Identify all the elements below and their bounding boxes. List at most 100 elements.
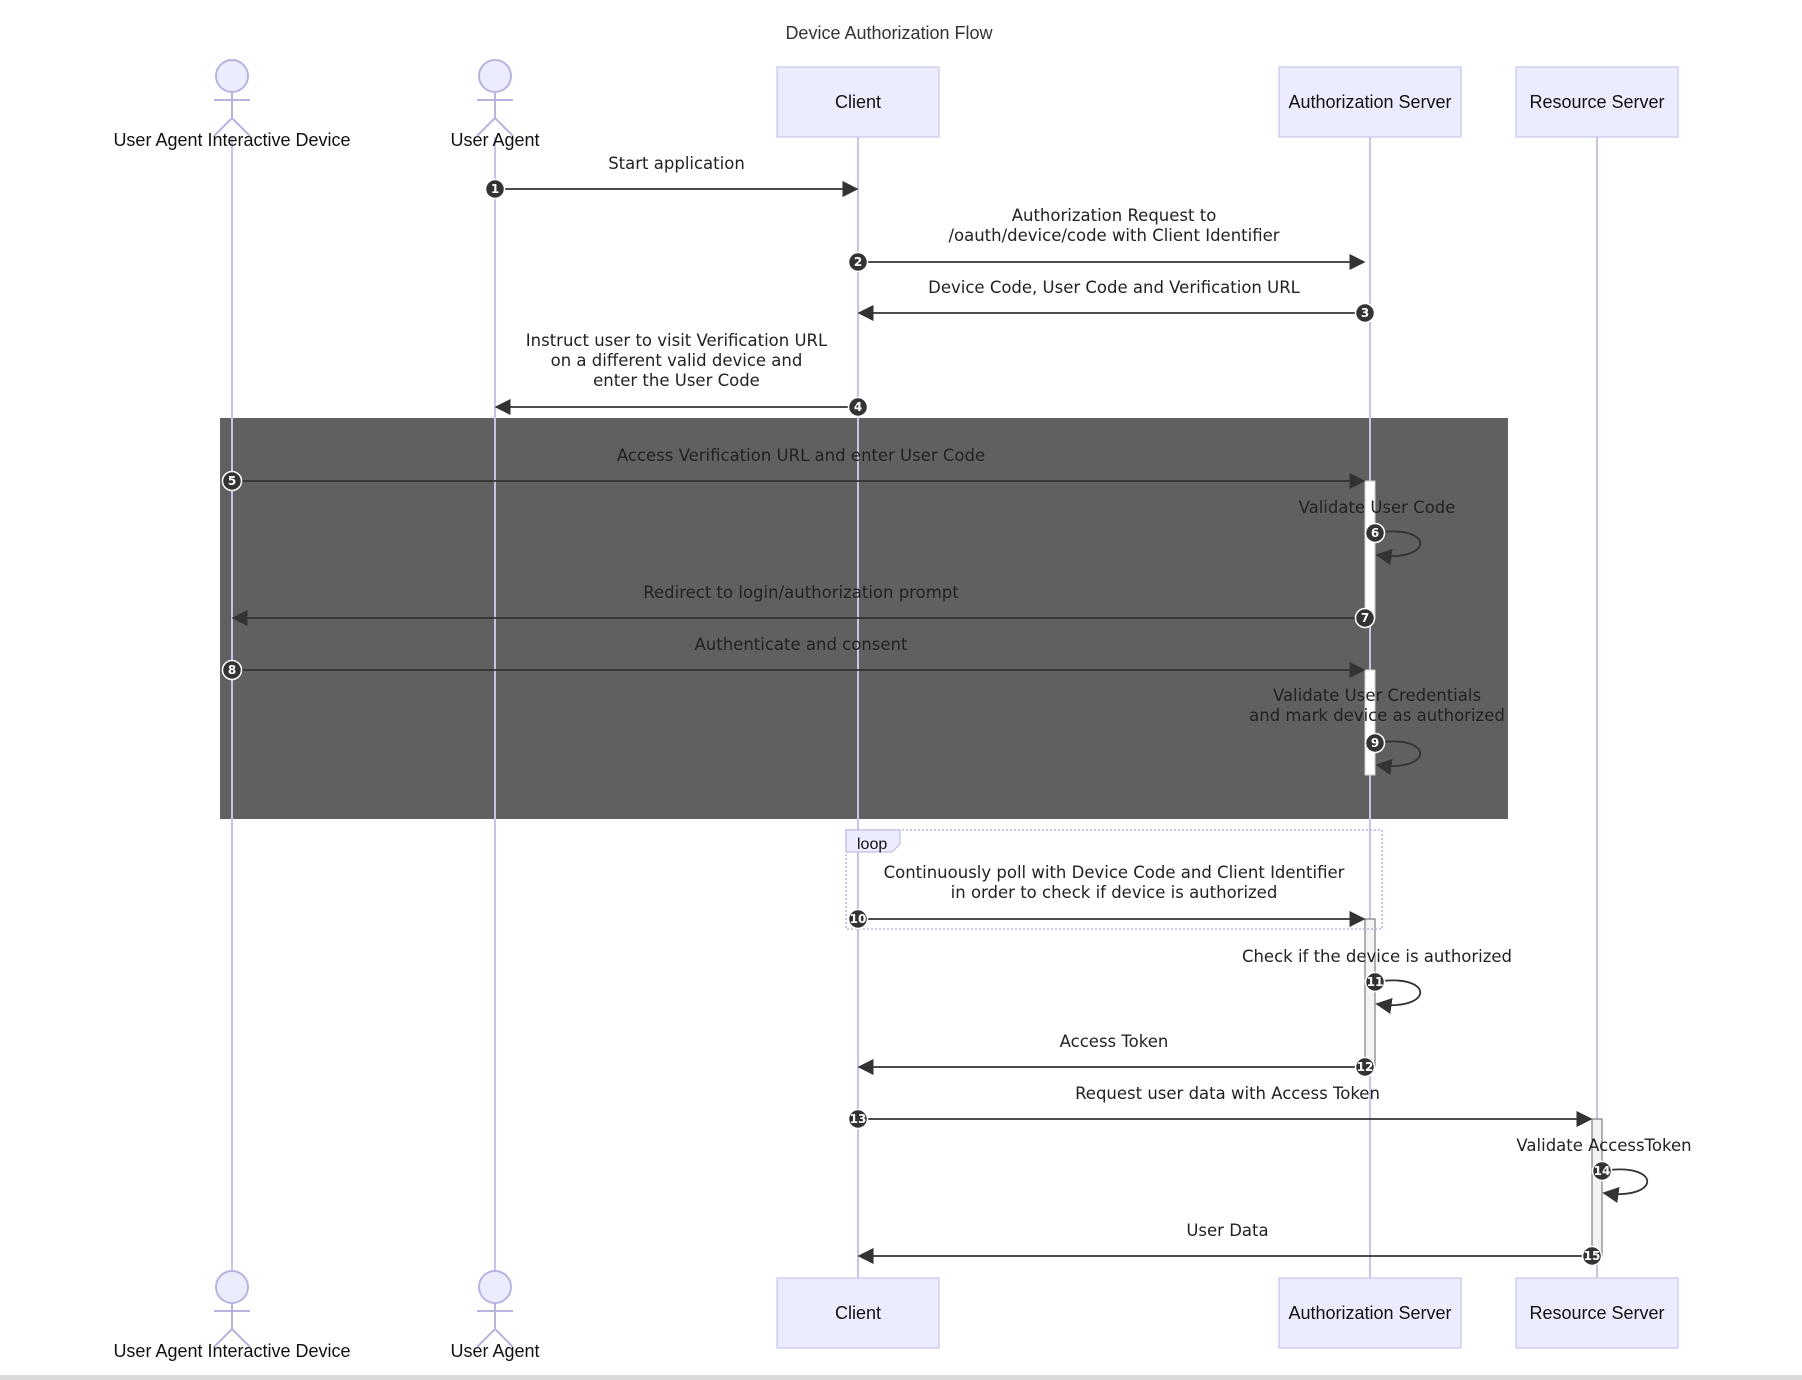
message-2: Authorization Request to/oauth/device/co…	[847, 206, 1366, 273]
participant-label: Resource Server	[1529, 1303, 1664, 1323]
participant-label: Resource Server	[1529, 92, 1664, 112]
sequence-number-badge: 13	[847, 1108, 869, 1130]
participant-box	[1278, 66, 1462, 138]
message-label: in order to check if device is authorize…	[951, 883, 1278, 902]
sequence-number-badge: 9	[1364, 732, 1386, 754]
sequence-number: 7	[1361, 611, 1369, 625]
message-6: Validate User Code 6	[1299, 498, 1456, 566]
message-arrow	[1601, 1168, 1648, 1204]
sequence-number-badge: 7	[1354, 607, 1376, 629]
sequence-number-badge: 4	[847, 396, 869, 418]
sequence-number: 11	[1367, 975, 1384, 989]
message-label: Validate User Credentials	[1273, 686, 1481, 705]
message-label: Request user data with Access Token	[1075, 1084, 1380, 1103]
message-label: /oauth/device/code with Client Identifie…	[948, 226, 1279, 245]
sequence-number: 5	[228, 474, 236, 488]
sequence-number-badge: 3	[1354, 302, 1376, 324]
message-14: Validate AccessToken 14	[1516, 1136, 1692, 1204]
sequence-number: 3	[1361, 306, 1369, 320]
sequence-number: 1	[491, 182, 499, 196]
participant-rs-bottom: Resource Server	[1515, 1277, 1679, 1349]
message-15: User Data 15	[857, 1221, 1603, 1267]
sequence-number: 4	[854, 400, 862, 414]
diagram-title: Device Authorization Flow	[785, 23, 993, 43]
sequence-number: 14	[1594, 1164, 1611, 1178]
message-label: Start application	[608, 154, 745, 173]
sequence-number-badge: 8	[221, 659, 243, 681]
message-label: on a different valid device and	[551, 351, 803, 370]
participant-label: User Agent	[450, 130, 539, 150]
participant-label: Client	[835, 92, 881, 112]
message-label: Validate AccessToken	[1516, 1136, 1691, 1155]
loop-frame	[845, 829, 1383, 930]
window-bottom-edge	[0, 1375, 1802, 1380]
message-4: Instruct user to visit Verification URLo…	[494, 331, 869, 418]
sequence-number: 6	[1371, 526, 1379, 540]
participant-label: User Agent Interactive Device	[113, 130, 350, 150]
message-1: Start application 1	[484, 154, 859, 200]
participant-box	[776, 66, 940, 138]
message-arrow	[1374, 740, 1421, 776]
message-label: Device Code, User Code and Verification …	[928, 278, 1301, 297]
loop-label-box	[845, 829, 901, 853]
actor-stick-figure-icon	[213, 59, 251, 137]
sequence-number-badge: 14	[1591, 1160, 1613, 1182]
participant-label: User Agent Interactive Device	[113, 1341, 350, 1361]
sequence-number-badge: 11	[1364, 971, 1386, 993]
message-label: Authenticate and consent	[695, 635, 908, 654]
message-label: enter the User Code	[593, 371, 760, 390]
message-11: Check if the device is authorized 11	[1242, 947, 1512, 1015]
sequence-number-badge: 15	[1581, 1245, 1603, 1267]
sequence-number-badge: 1	[484, 178, 506, 200]
activation-bar	[1364, 669, 1376, 776]
sequence-number-badge: 5	[221, 470, 243, 492]
message-10: Continuously poll with Device Code and C…	[847, 863, 1366, 930]
participant-label: User Agent	[450, 1341, 539, 1361]
message-8: Authenticate and consent 8	[221, 635, 1366, 681]
message-3: Device Code, User Code and Verification …	[857, 278, 1376, 324]
participant-as-bottom: Authorization Server	[1278, 1277, 1462, 1349]
participant-box	[1515, 66, 1679, 138]
sequence-number-badge: 2	[847, 251, 869, 273]
participant-client-top: Client	[776, 66, 940, 138]
participant-label: Authorization Server	[1288, 1303, 1451, 1323]
message-12: Access Token 12	[857, 1032, 1376, 1078]
participant-box	[776, 1277, 940, 1349]
actor-stick-figure-icon	[476, 59, 514, 137]
message-7: Redirect to login/authorization prompt 7	[231, 583, 1376, 629]
message-label: Validate User Code	[1299, 498, 1456, 517]
participant-box	[1278, 1277, 1462, 1349]
participant-label: Authorization Server	[1288, 92, 1451, 112]
sequence-number: 10	[850, 912, 867, 926]
activation-bar	[1364, 918, 1376, 1068]
sequence-number-badge: 6	[1364, 522, 1386, 544]
message-label: User Data	[1186, 1221, 1268, 1240]
participant-uaid-bottom: User Agent Interactive Device	[113, 1270, 351, 1361]
message-label: Authorization Request to	[1012, 206, 1217, 225]
participant-rs-top: Resource Server	[1515, 66, 1679, 138]
message-arrow	[1374, 979, 1421, 1015]
participant-label: Client	[835, 1303, 881, 1323]
sequence-number: 13	[850, 1112, 867, 1126]
message-5: Access Verification URL and enter User C…	[221, 446, 1366, 492]
loop-label: loop	[857, 836, 887, 853]
participant-as-top: Authorization Server	[1278, 66, 1462, 138]
participant-uaid-top: User Agent Interactive Device	[113, 59, 351, 150]
actor-stick-figure-icon	[213, 1270, 251, 1348]
message-label: Access Verification URL and enter User C…	[617, 446, 985, 465]
actor-stick-figure-icon	[476, 1270, 514, 1348]
message-label: and mark device as authorized	[1249, 706, 1505, 725]
message-13: Request user data with Access Token 13	[847, 1084, 1593, 1130]
participant-client-bottom: Client	[776, 1277, 940, 1349]
message-label: Instruct user to visit Verification URL	[526, 331, 828, 350]
sequence-number: 12	[1357, 1060, 1374, 1074]
message-arrow	[1374, 530, 1421, 566]
message-label: Access Token	[1060, 1032, 1169, 1051]
sequence-number: 15	[1584, 1249, 1601, 1263]
message-label: Continuously poll with Device Code and C…	[884, 863, 1345, 882]
message-label: Redirect to login/authorization prompt	[643, 583, 959, 602]
participant-ua-bottom: User Agent	[450, 1270, 540, 1361]
message-label: Check if the device is authorized	[1242, 947, 1512, 966]
sequence-number: 9	[1371, 736, 1379, 750]
